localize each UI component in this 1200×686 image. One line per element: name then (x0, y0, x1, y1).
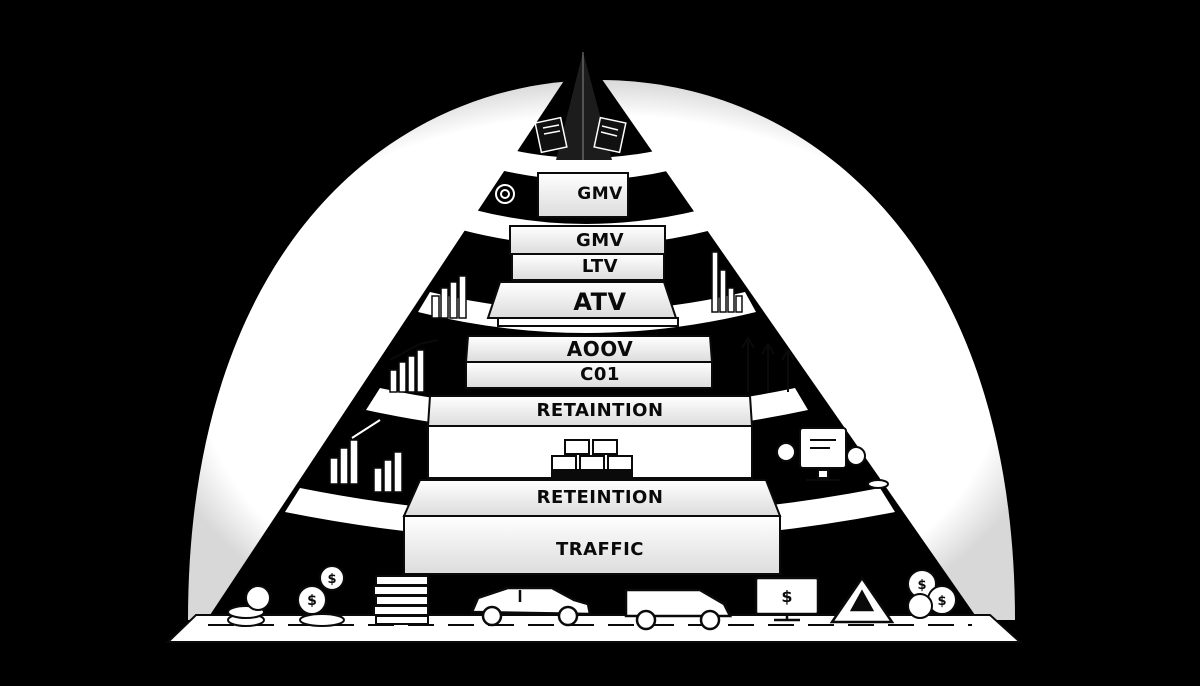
bar-chart-icon (431, 275, 467, 319)
tier-label-atv: ATV (573, 288, 627, 316)
svg-text:$: $ (327, 572, 336, 587)
dollar-coins-icon (907, 569, 957, 619)
tier-label-gmv-top: GMV (577, 184, 623, 204)
base-platform (165, 614, 1023, 643)
dollar-coins-icon (297, 565, 345, 627)
coin-stack-icon (227, 585, 271, 627)
svg-text:$: $ (917, 578, 926, 593)
target-icon (495, 184, 515, 204)
growth-arrows-icon (741, 336, 795, 392)
apex-documents (534, 116, 627, 154)
sedan-car-icon (470, 586, 592, 627)
tier-c01 (465, 361, 713, 389)
tier-traffic (403, 515, 781, 575)
bar-chart-arrow-icon (329, 419, 403, 493)
delivery-van-icon (624, 588, 733, 631)
computer-monitor-icon (776, 427, 889, 489)
svg-text:$: $ (781, 587, 792, 606)
dollar-monitor-icon (754, 576, 820, 622)
tier-label-retaintion: RETAINTION (536, 400, 664, 421)
book-stack-icon (373, 575, 429, 625)
gold-bars (551, 439, 633, 477)
bar-chart-icon (711, 251, 743, 313)
tier-label-aoov: AOOV (566, 337, 634, 361)
tier-label-traffic: TRAFFIC (555, 539, 645, 560)
tier-gmv-top (537, 172, 629, 218)
center-stairs (402, 172, 782, 575)
svg-text:$: $ (937, 594, 946, 609)
tier-ltv (511, 253, 665, 281)
tier-label-c01: C01 (580, 364, 620, 385)
tier-label-gmv: GMV (575, 230, 625, 251)
bar-chart-arrow-icon (389, 339, 439, 393)
warning-sign-icon (829, 575, 895, 624)
svg-text:$: $ (307, 593, 317, 609)
tier-label-ltv: LTV (581, 256, 619, 277)
tier-label-reteintion: RETEINTION (536, 487, 664, 508)
